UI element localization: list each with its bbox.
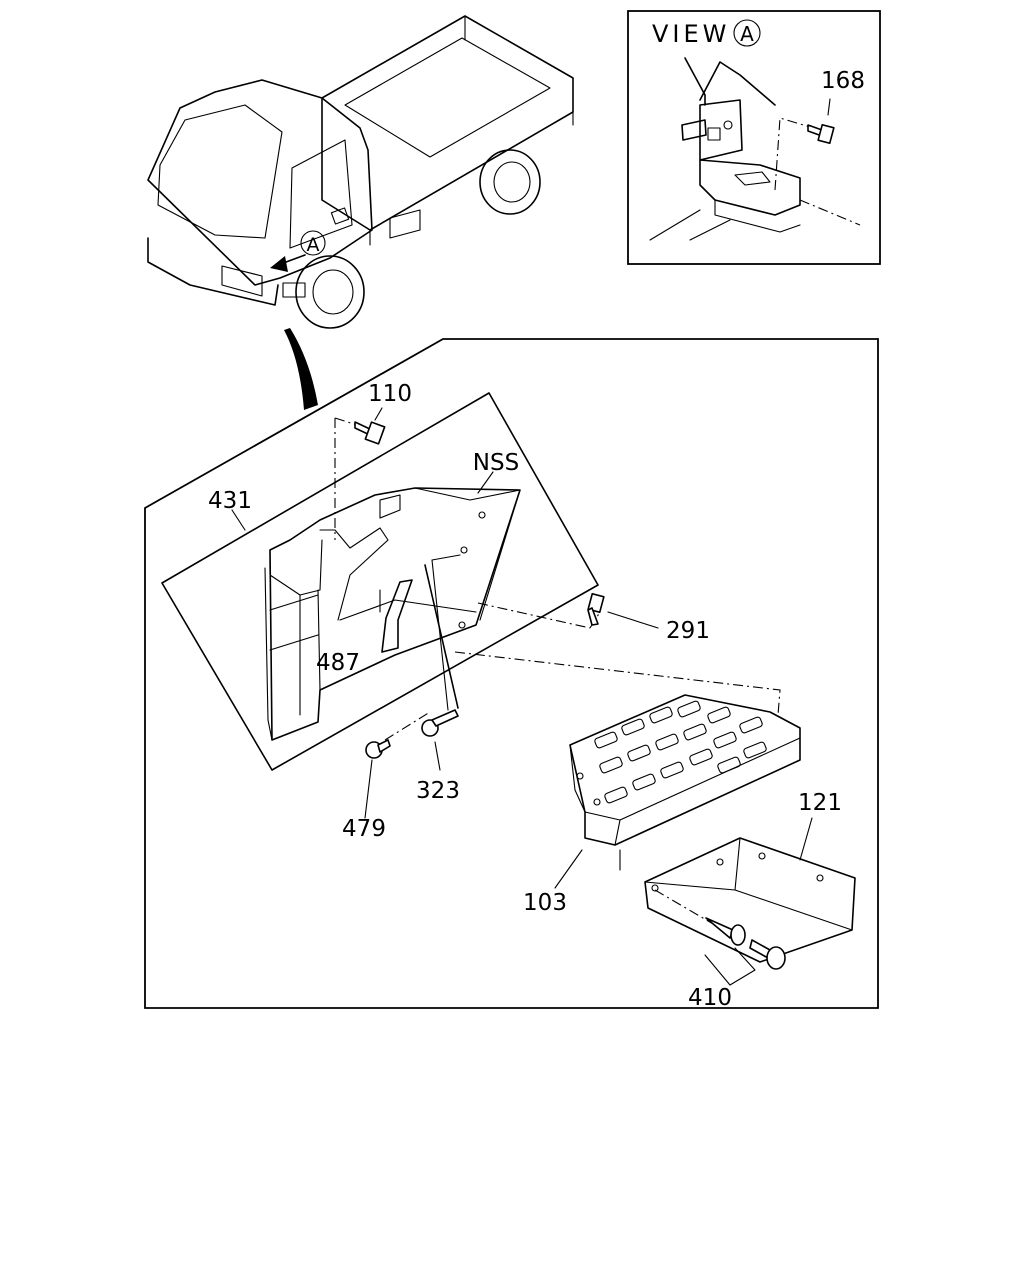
part-103	[569, 694, 801, 846]
callout-110: 110	[368, 381, 412, 407]
bolt-110	[354, 407, 386, 445]
callout-291: 291	[666, 618, 710, 644]
callout-323: 323	[416, 778, 460, 804]
view-marker: A	[740, 22, 754, 46]
part-121	[644, 837, 856, 963]
callout-479: 479	[342, 816, 386, 842]
zoom-arrow	[284, 328, 318, 410]
truck-illustration: A	[147, 15, 574, 329]
callout-nss: NSS	[473, 450, 519, 476]
leader-lines	[231, 417, 813, 986]
view-title: VIEW	[652, 20, 730, 48]
part-410	[705, 917, 786, 970]
callout-487: 487	[316, 650, 360, 676]
detail-frame	[144, 338, 879, 1009]
callout-168: 168	[821, 68, 865, 94]
callout-103: 103	[523, 890, 567, 916]
callout-410: 410	[688, 985, 732, 1011]
view-a-inset: VIEW A 168	[627, 10, 881, 265]
bolt-323	[421, 709, 459, 737]
callout-431: 431	[208, 488, 252, 514]
part-431	[264, 487, 521, 741]
part-487	[381, 579, 413, 653]
truck-view-marker: A	[307, 234, 320, 256]
clip-479	[365, 739, 391, 759]
bolt-291	[587, 592, 605, 626]
callout-121: 121	[798, 790, 842, 816]
callout-labels: 110 NSS 431 291 487 323 479 121 103 410	[208, 381, 842, 1011]
